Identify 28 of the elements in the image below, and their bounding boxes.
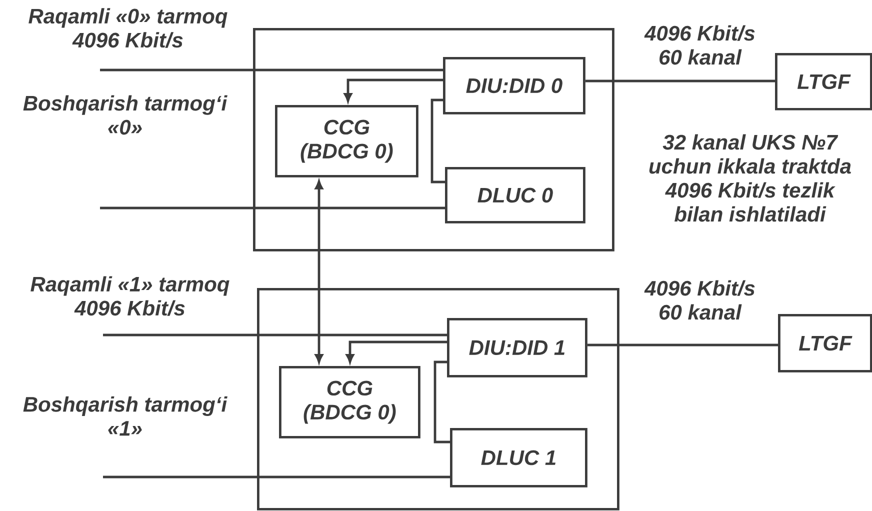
arrow [346, 340, 447, 363]
edge-label: 4096 Kbit/s 60 kanal [644, 280, 755, 320]
edge-label: Boshqarish tarmog‘i «0» [23, 95, 228, 135]
block-box: LTGF [778, 314, 872, 372]
connector-line [587, 344, 778, 346]
connector-line [100, 68, 443, 72]
block-box: DLUC 0 [445, 167, 586, 224]
unit-frame [257, 288, 620, 510]
edge-label: Boshqarish tarmog‘i «1» [23, 396, 228, 436]
block-box: DIU:DID 0 [443, 57, 586, 114]
block-box: CCG (BDCG 0) [275, 105, 418, 178]
connector-line [100, 206, 445, 210]
connector-line [103, 476, 450, 478]
connector-line [430, 98, 445, 184]
block-box: DLUC 1 [450, 428, 588, 488]
note-text: 32 kanal UKS №7 uchun ikkala traktda 4096 Kbit/s tezlik bilan ishlatiladi [649, 134, 851, 222]
arrow [315, 180, 323, 363]
edge-label: Raqamli «1» tarmoq 4096 Kbit/s [30, 276, 230, 316]
edge-label: Raqamli «0» tarmoq 4096 Kbit/s [28, 8, 228, 48]
arrow [344, 78, 443, 102]
edge-label: 4096 Kbit/s 60 kanal [644, 25, 755, 65]
block-box: DIU:DID 1 [447, 318, 588, 378]
connector-line [585, 80, 775, 82]
unit-frame [253, 28, 614, 252]
connector-line [103, 334, 447, 336]
connector-line [434, 360, 450, 444]
block-box: LTGF [775, 53, 872, 110]
block-box: CCG (BDCG 0) [279, 366, 420, 438]
